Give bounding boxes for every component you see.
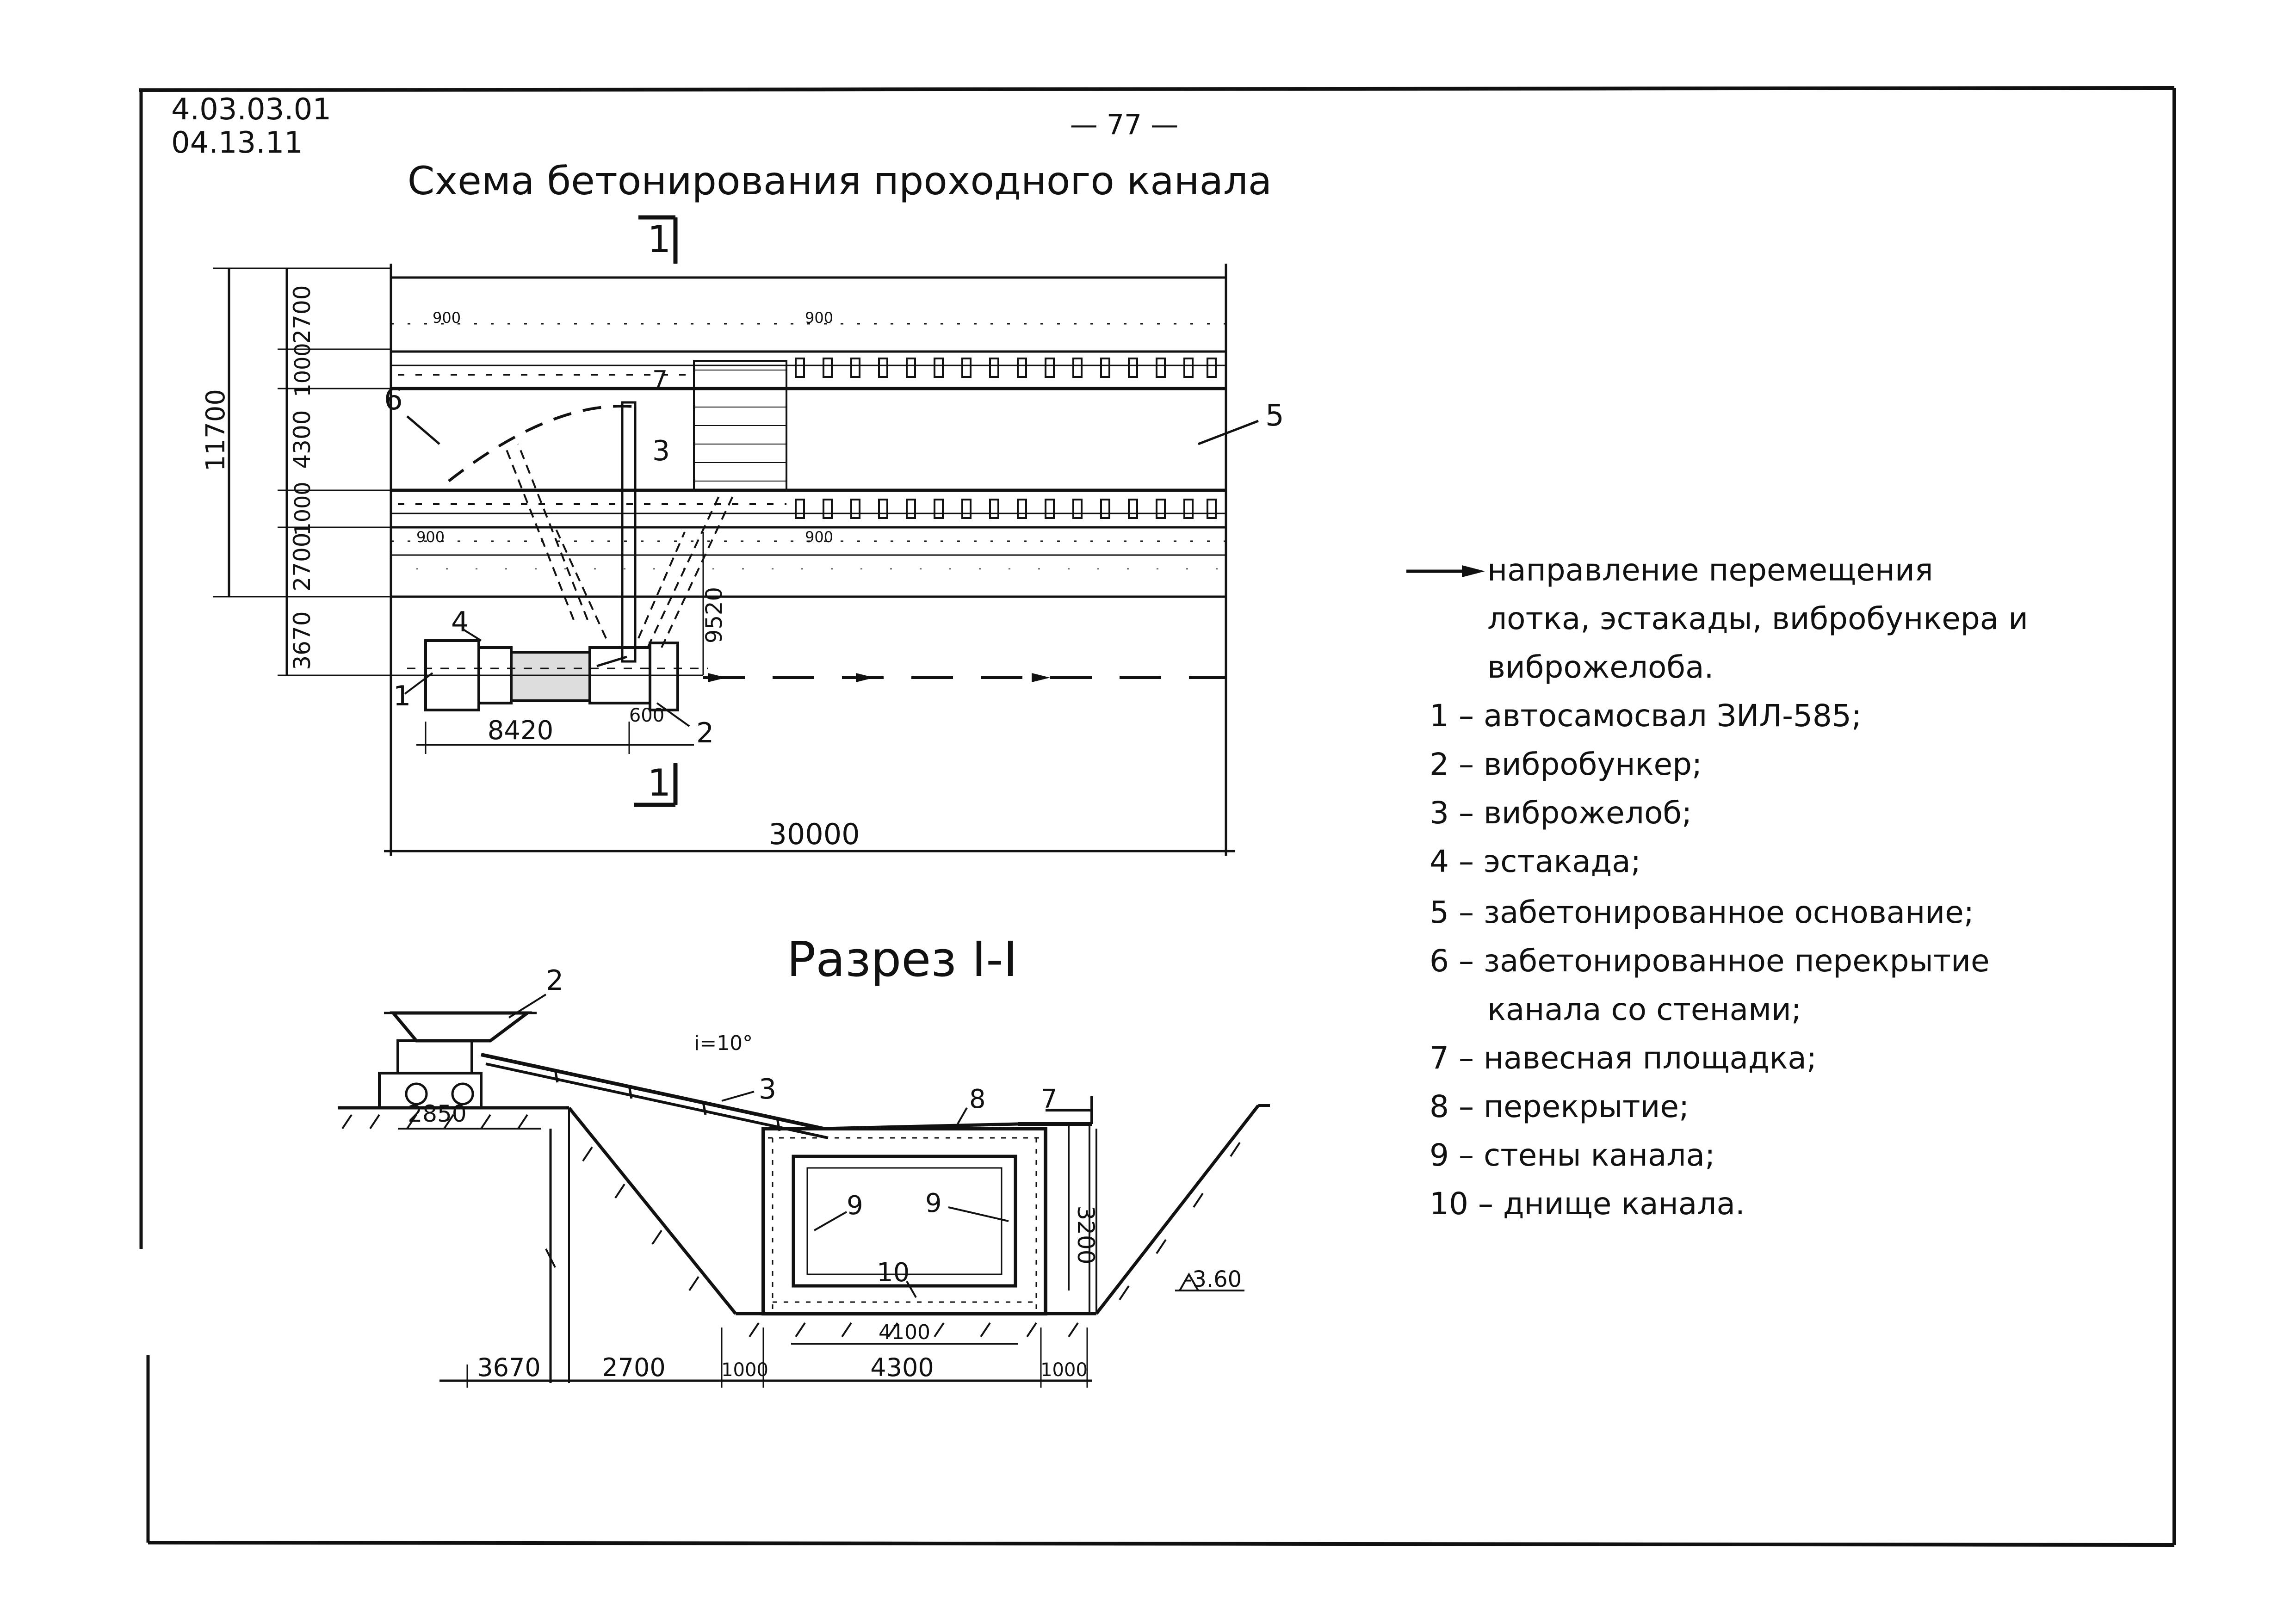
dim-strip-1000-bottom: 1000 [290,482,315,536]
legend-item-7: 7 – навесная площадка; [1430,1040,1817,1076]
section-callout-8: 8 [969,1084,986,1114]
plan-chute [503,401,736,663]
dim-bottom-2700: 2700 [602,1353,665,1382]
slope-label: i=10° [694,1031,753,1055]
legend-arrow [1406,565,1485,577]
legend-item-9: 9 – стены канала; [1430,1137,1715,1173]
section-callout-2: 2 [546,964,563,997]
doc-code-line1: 4.03.03.01 [171,93,331,127]
dim-step-900-c: 900 [416,528,445,546]
legend-item-2: 2 – вибробункер; [1430,747,1702,782]
legend-item-10: 10 – днище канала. [1430,1186,1745,1222]
legend-arrow-text-1: направление перемещения [1487,552,1933,588]
legend-item-8: 8 – перекрытие; [1430,1089,1689,1124]
section-hanging-platform [1018,1096,1093,1314]
legend-item-4: 4 – эстакада; [1430,844,1641,879]
dim-offset-3670: 3670 [289,611,316,670]
section-view: -3.60 i=10° 2850 3670 2700 1000 4300 100… [338,964,1270,1388]
section-callout-9b: 9 [925,1188,942,1218]
section-callout-7: 7 [1041,1084,1058,1114]
plan-callout-7: 7 [652,366,668,394]
section-mark-top-label: 1 [648,218,671,261]
plan-bottom-strip [391,513,1226,598]
plan-view: 1 30000 11700 2700 1000 4300 1000 2700 3… [201,264,1284,856]
dim-strip-1000-top: 1000 [290,343,315,397]
section-callout-3: 3 [759,1073,776,1105]
plan-channel [391,358,1226,519]
dim-strip-2700-bottom: 2700 [289,532,316,591]
plan-top-strip [391,323,1226,390]
level-mark: -3.60 [1175,1266,1244,1292]
plan-dim-vertical [213,267,703,676]
legend-item-1: 1 – автосамосвал ЗИЛ-585; [1430,698,1862,734]
dim-bottom-4300: 4300 [870,1353,934,1382]
legend: направление перемещения лотка, эстакады,… [1406,552,2028,1222]
legend-item-3: 3 – виброжелоб; [1430,795,1692,831]
page-number: — 77 — [1070,109,1179,141]
section-callouts: 2 3 7 8 9 9 10 [508,964,1058,1298]
legend-item-6: 6 – забетонированное перекрытие [1430,943,1990,979]
plan-callout-3: 3 [652,435,670,467]
dim-step-900-a: 900 [433,309,461,327]
legend-arrow-text-2: лотка, эстакады, вибробункера и [1487,601,2028,636]
plan-callout-1: 1 [393,680,411,712]
plan-callout-6: 6 [384,383,403,417]
section-mark-top: 1 [638,215,678,264]
dim-truck-length: 8420 [488,716,554,746]
sheet-frame [138,86,2176,1547]
plan-movement-arrow [703,673,1226,682]
dim-total-width: 11700 [201,389,231,471]
dim-strip-2700-top: 2700 [289,285,316,344]
section-callout-9a: 9 [847,1191,863,1221]
dim-total-length: 30000 [768,817,860,851]
section-dim-chain [398,1128,1092,1388]
dim-channel-4300: 4300 [289,410,316,469]
section-callout-10: 10 [877,1258,910,1288]
dim-bottom-1000-right: 1000 [1040,1359,1088,1381]
legend-arrow-text-3: виброжелоба. [1487,649,1714,685]
section-mark-bottom-label: 1 [648,761,671,804]
ground-hatching [341,1114,1241,1338]
plan-formwork-bottom [795,499,1217,519]
section-hopper [378,1011,537,1109]
plan-callout-5: 5 [1265,399,1284,433]
level-mark-label: -3.60 [1184,1266,1242,1292]
plan-callout-4: 4 [451,606,469,638]
section-mark-bottom: 1 [634,761,678,807]
dim-inner-4100: 4100 [879,1321,930,1344]
dim-chute-reach: 9520 [701,587,727,643]
dim-bottom-1000-left: 1000 [721,1359,768,1381]
dim-step-900-b: 900 [805,309,833,327]
plan-callout-2: 2 [696,717,714,749]
dim-ground-2850: 2850 [408,1100,466,1127]
plan-callouts: 1 2 3 4 5 6 7 [384,366,1284,749]
dim-bottom-3670: 3670 [477,1353,540,1382]
section-chute [481,1053,1018,1139]
plan-dim-horizontal [384,532,1235,852]
dim-height-3200: 3200 [1072,1205,1099,1264]
plan-formwork-top [795,358,1217,378]
dim-step-900-d: 900 [805,528,833,546]
doc-code-line2: 04.13.11 [171,126,303,160]
dim-hopper-600: 600 [629,705,664,726]
plan-title: Схема бетонирования проходного канала [408,158,1272,204]
legend-item-5: 5 – забетонированное основание; [1430,895,1974,930]
section-title: Разрез I-I [787,931,1018,988]
legend-item-6-cont: канала со стенами; [1487,992,1801,1027]
